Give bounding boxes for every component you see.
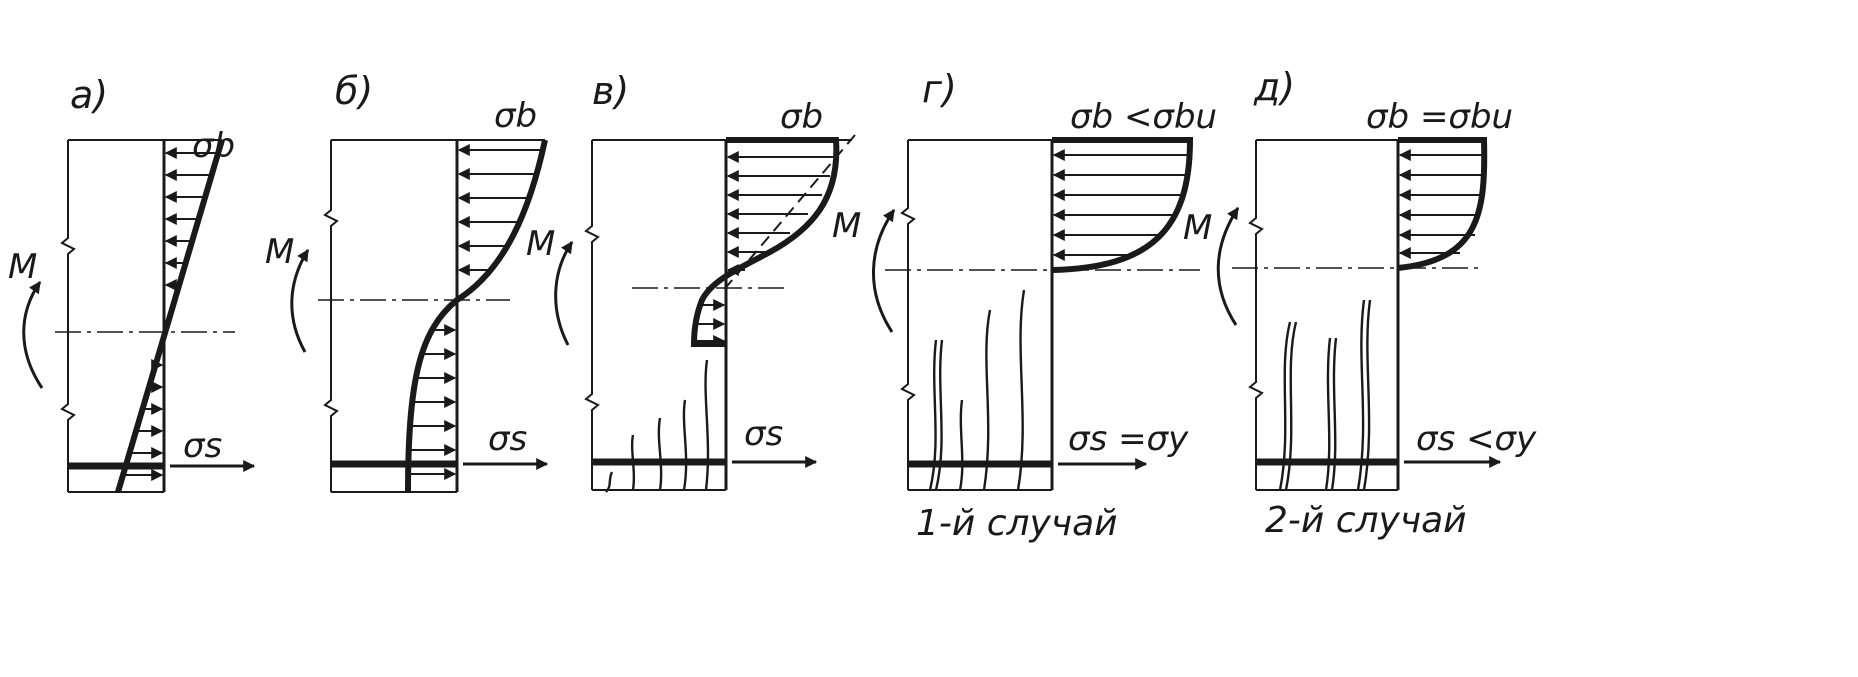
compression-arrows — [1398, 149, 1482, 259]
steel-stress-label: σs — [488, 419, 527, 459]
case-label: г) — [922, 67, 957, 111]
cracks — [928, 289, 1026, 491]
tension-arrows — [124, 359, 164, 481]
moment-arrow — [554, 241, 574, 346]
moment-arrow — [872, 209, 896, 333]
beam-section-outline — [1248, 140, 1264, 490]
panel-d: д) σb =σbu M σs <σy 2-й случай — [1183, 65, 1537, 541]
steel-stress-label: σs — [183, 426, 222, 466]
case-label: б) — [335, 69, 373, 113]
concrete-stress-label: σb =σbu — [1366, 97, 1513, 137]
stress-diagram-line — [115, 139, 225, 493]
compression-arrows — [726, 151, 834, 276]
concrete-stress-label: σb <σbu — [1070, 97, 1217, 137]
moment-label: M — [1183, 208, 1212, 248]
beam-section-outline — [323, 140, 339, 492]
beam-section-outline — [584, 140, 600, 490]
cracks — [605, 359, 710, 493]
panel-v: в) σb M M σs — [526, 69, 861, 493]
case-label: в) — [592, 69, 629, 113]
compression-arrows — [457, 144, 540, 276]
stress-diagram-line — [405, 139, 548, 493]
stress-diagram-line — [1051, 137, 1194, 273]
concrete-stress-label: σb — [494, 96, 537, 136]
stress-diagram-line — [690, 137, 840, 347]
moment-label: M — [265, 232, 294, 272]
compression-arrows — [164, 147, 218, 291]
case-label: а) — [70, 73, 108, 117]
panel-g: г) σb <σbu σs =σy 1-й случай — [872, 67, 1217, 544]
moment-arrow — [290, 248, 310, 353]
panel-a: а) σb M σs — [8, 73, 256, 493]
beam-section-outline — [60, 140, 76, 492]
case-label: д) — [1253, 65, 1295, 109]
panel-b: б) σb M σs — [265, 69, 549, 493]
steel-stress-label: σs =σy — [1068, 419, 1189, 459]
case-caption: 2-й случай — [1265, 500, 1467, 541]
concrete-stress-label: σb — [780, 97, 823, 137]
stress-diagram-line — [1397, 137, 1488, 271]
moment-arrow — [22, 281, 44, 389]
beam-section-outline — [900, 140, 916, 490]
tension-arrows — [409, 324, 457, 480]
case-caption: 1-й случай — [916, 503, 1118, 544]
steel-stress-label: σs <σy — [1416, 419, 1537, 459]
tension-arrows — [695, 299, 726, 347]
moment-label-right: M — [832, 206, 861, 246]
moment-arrow — [1216, 206, 1240, 326]
compression-arrows — [1052, 149, 1188, 261]
steel-stress-label: σs — [744, 414, 783, 454]
moment-label: M — [8, 247, 37, 287]
moment-label: M — [526, 224, 555, 264]
